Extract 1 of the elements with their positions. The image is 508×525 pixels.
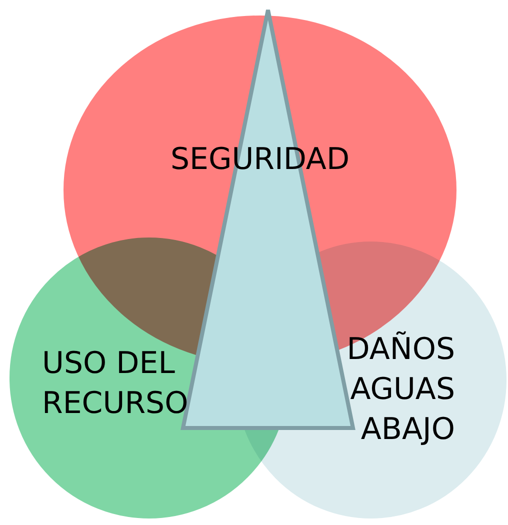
circle-label: SEGURIDAD [60, 140, 460, 180]
